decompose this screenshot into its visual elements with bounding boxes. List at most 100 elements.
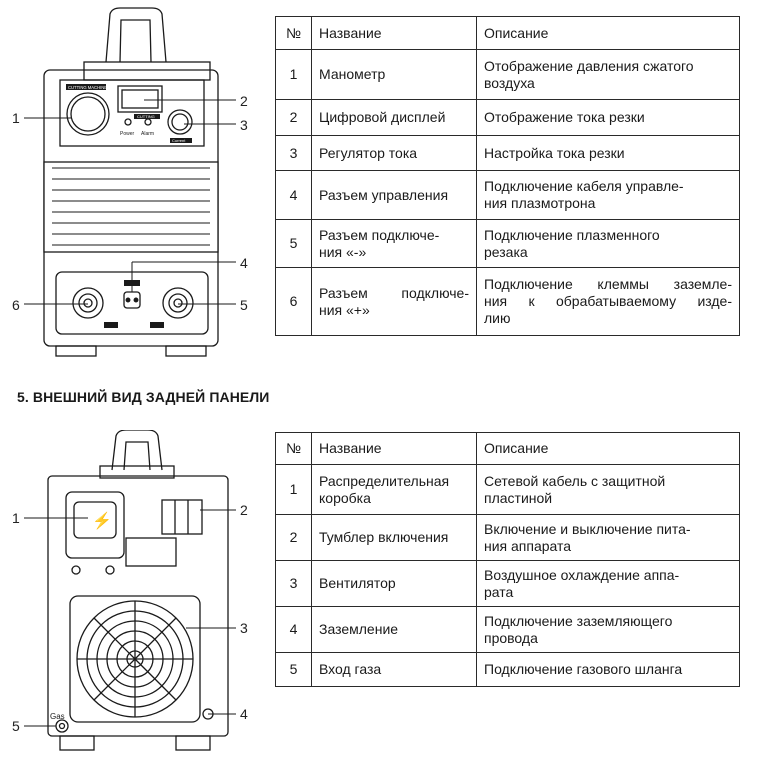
row-number: 2: [275, 99, 312, 136]
front-handle: [105, 7, 167, 63]
rear-callout-4: 4: [240, 706, 248, 722]
row-description-line: ния плазмотрона: [484, 195, 596, 211]
distribution-box: [65, 491, 125, 559]
row-name-line: ния «+»: [319, 301, 370, 318]
row-description-line: лию: [484, 310, 511, 326]
row-description: Подключение кабеля управле- ния плазмотр…: [476, 170, 740, 220]
rear-handle-inner: [123, 441, 151, 471]
manometer-dial: [70, 96, 106, 132]
power-led: [124, 118, 132, 126]
table-header-row: № Название Описание: [275, 16, 740, 50]
front-handle-inner: [119, 19, 152, 63]
current-knob: [167, 109, 193, 135]
table-row: 1 Распределительная коробка Сетевой кабе…: [275, 464, 740, 515]
front-foot-right: [165, 345, 207, 357]
power-label: Power: [120, 131, 135, 137]
plus-socket: [72, 287, 104, 319]
row-name: Цифровой дисплей: [311, 99, 477, 136]
row-number: 4: [275, 170, 312, 220]
power-switch: [161, 499, 203, 535]
fan-frame: [69, 595, 201, 723]
digital-display: [117, 85, 163, 113]
plus-socket-ring: [78, 293, 98, 313]
rear-foot-right: [175, 735, 211, 751]
row-number: 6: [275, 267, 312, 336]
row-description: Сетевой кабель с защитной пластиной: [476, 464, 740, 515]
front-callout-3: 3: [240, 117, 248, 133]
plus-socket-pin: [83, 298, 93, 308]
row-description: Воздушное охлаждение аппа- рата: [476, 560, 740, 607]
row-description-line: Включение и выключение пита-: [484, 520, 691, 537]
row-name-line: ния «-»: [319, 243, 367, 260]
minus-socket-ring: [168, 293, 188, 313]
table-row: 2 Тумблер включения Включение и выключен…: [275, 514, 740, 561]
front-callout-1: 1: [12, 110, 20, 126]
table-row: 5 Разъем подключе- ния «-» Подключение п…: [275, 219, 740, 268]
table-row: 5 Вход газа Подключение газового шланга: [275, 652, 740, 687]
row-name: Манометр: [311, 49, 477, 100]
front-panel-svg: CUTTING MACHINE Power Alarm CUTTING Curr…: [12, 7, 248, 357]
row-description-line: Сетевой кабель с защитной: [484, 472, 666, 489]
front-panel-diagram: CUTTING MACHINE Power Alarm CUTTING Curr…: [0, 0, 260, 360]
row-description: Настройка тока резки: [476, 135, 740, 171]
current-label: Current: [172, 138, 186, 143]
row-description-line: ния к обрабатываемому изде-: [484, 293, 732, 309]
row-description-line: Подключение кабеля управле-: [484, 178, 684, 194]
front-callout-6: 6: [12, 297, 20, 313]
row-name: Тумблер включения: [311, 514, 477, 561]
row-number: 5: [275, 652, 312, 687]
digital-display-screen: [121, 89, 159, 109]
rear-callout-1: 1: [12, 510, 20, 526]
row-description-line: Воздушное охлаждение аппа-: [484, 566, 680, 583]
brand-label: CUTTING MACHINE: [68, 85, 107, 90]
fan-grille: [76, 600, 194, 718]
brand-strip: [66, 84, 106, 90]
rear-panel-svg: ⚡ Gas 1 2 3 4 5: [12, 430, 248, 751]
current-strip: [170, 138, 192, 143]
front-panel-table: № Название Описание 1 Манометр Отображен…: [275, 16, 740, 336]
row-description: Подключение клеммы заземле- ния к обраба…: [476, 267, 740, 336]
rear-callout-5: 5: [12, 718, 20, 734]
row-description: Подключение заземляющего провода: [476, 606, 740, 653]
rear-top-plate: [99, 465, 175, 479]
row-name: Заземление: [311, 606, 477, 653]
row-number: 5: [275, 219, 312, 268]
table-row: 3 Регулятор тока Настройка тока резки: [275, 135, 740, 171]
col-header-name: Название: [311, 432, 477, 465]
col-header-description: Описание: [476, 432, 740, 465]
row-description: Отображение давления сжатого воздуха: [476, 49, 740, 100]
current-knob-inner: [171, 113, 189, 131]
gas-label: Gas: [50, 712, 65, 721]
row-name: Разъем управления: [311, 170, 477, 220]
rear-hole-right: [105, 565, 115, 575]
alarm-led: [144, 118, 152, 126]
table-row: 4 Разъем управления Подключение кабеля у…: [275, 170, 740, 220]
rear-foot-left: [59, 735, 95, 751]
rear-panel-table: № Название Описание 1 Распределительная …: [275, 432, 740, 687]
fan-spoke: [93, 617, 136, 660]
row-name: Регулятор тока: [311, 135, 477, 171]
col-header-number: №: [275, 432, 312, 465]
minus-tag: [150, 322, 164, 328]
table-row: 2 Цифровой дисплей Отображение тока резк…: [275, 99, 740, 136]
row-number: 3: [275, 135, 312, 171]
table-header-row: № Название Описание: [275, 432, 740, 465]
rear-callout-2: 2: [240, 502, 248, 518]
row-description-line: Подключение клеммы заземле-: [484, 276, 732, 292]
fan-spoke: [134, 617, 177, 660]
rear-panel-diagram: ⚡ Gas 1 2 3 4 5: [0, 430, 260, 761]
row-description-line: ния аппарата: [484, 537, 572, 554]
cutting-strip: [134, 114, 160, 119]
col-header-name: Название: [311, 16, 477, 50]
rear-hole-left: [71, 565, 81, 575]
gas-inlet-pin: [58, 722, 66, 730]
row-name: Распределительная коробка: [311, 464, 477, 515]
row-name-line: коробка: [319, 489, 371, 506]
row-name: Вход газа: [311, 652, 477, 687]
gas-inlet: [55, 719, 69, 733]
front-callout-4: 4: [240, 255, 248, 271]
rear-body: [47, 475, 229, 737]
row-name-line: Разъем подключе-: [319, 226, 440, 243]
front-control-panel: [59, 79, 205, 147]
row-description-line: пластиной: [484, 489, 553, 506]
